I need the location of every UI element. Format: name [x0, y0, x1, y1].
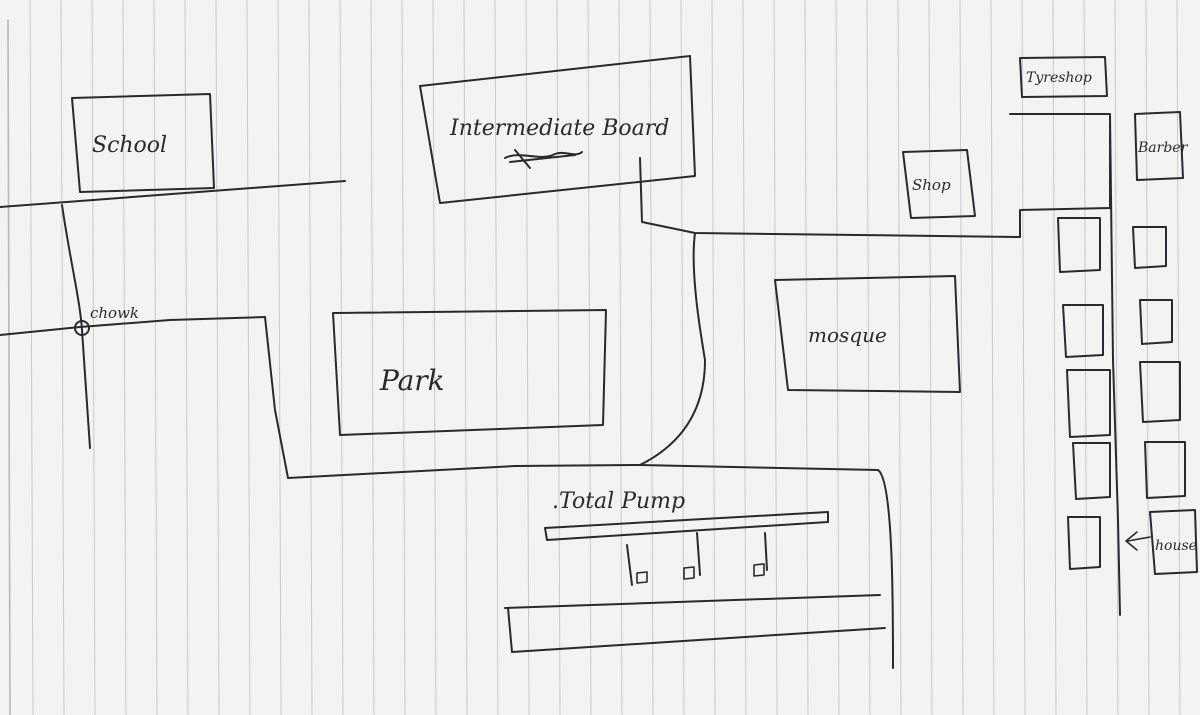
tyreshop-label: Tyreshop — [1026, 70, 1092, 86]
road-curve-south — [639, 232, 706, 466]
school-box — [71, 93, 215, 193]
notebook-ruled-lines — [29, 0, 1181, 715]
pump-pillar — [696, 532, 701, 576]
ruled-line — [711, 0, 716, 715]
barber-label: Barber — [1137, 140, 1189, 156]
page-margin-line — [7, 19, 11, 715]
intermediate-board-box — [419, 55, 696, 204]
fuel-dispenser — [753, 563, 765, 577]
ruled-line — [618, 0, 623, 715]
ruled-line — [990, 0, 995, 715]
house-square — [1066, 369, 1111, 438]
ruled-line — [308, 0, 313, 715]
fuel-dispenser — [636, 571, 648, 584]
ruled-line — [1114, 0, 1119, 715]
arrow-to-house — [1127, 536, 1151, 542]
shop-box — [902, 149, 976, 219]
pump-base-side — [507, 607, 513, 653]
ruled-line — [401, 0, 406, 715]
ruled-line — [587, 0, 592, 715]
house-square — [1072, 442, 1111, 500]
road-vertical-east — [1109, 113, 1121, 616]
tyreshop-box — [1019, 56, 1108, 98]
pump-base-top — [504, 594, 881, 609]
ruled-line — [184, 0, 189, 715]
house-square — [1062, 304, 1104, 358]
ruled-line — [1052, 0, 1057, 715]
ruled-line — [1083, 0, 1088, 715]
building-east-outline — [1009, 113, 1111, 238]
arrow-head-house — [1125, 531, 1138, 551]
pump-pillar — [626, 544, 633, 586]
house-squares — [1057, 217, 1186, 570]
road-park-loop — [264, 316, 894, 669]
school-label: School — [92, 133, 167, 158]
ruled-line — [525, 0, 530, 715]
ruled-line — [91, 0, 96, 715]
house-label: house — [1155, 538, 1197, 554]
house-square — [1144, 441, 1186, 499]
ruled-line — [804, 0, 809, 715]
ruled-line — [494, 0, 499, 715]
house-box — [1149, 509, 1198, 575]
mosque-label: mosque — [808, 323, 887, 347]
ruled-line — [29, 0, 34, 715]
ruled-line — [432, 0, 437, 715]
ruled-line — [773, 0, 778, 715]
total-pump-label: .Total Pump — [552, 489, 685, 514]
ruled-line — [680, 0, 685, 715]
ruled-line — [60, 0, 65, 715]
pump-canopy — [544, 511, 829, 541]
ruled-line — [1176, 0, 1181, 715]
ruled-line — [277, 0, 282, 715]
ruled-line — [866, 0, 871, 715]
chowk-label: chowk — [90, 304, 139, 322]
barber-box — [1134, 111, 1184, 181]
park-box — [332, 309, 607, 436]
scribble-mark — [504, 149, 583, 169]
house-square — [1139, 361, 1181, 423]
ruled-line — [463, 0, 468, 715]
ruled-line — [153, 0, 158, 715]
house-square — [1132, 226, 1167, 269]
ruled-line — [215, 0, 220, 715]
mosque-box — [774, 275, 961, 393]
shop-label: Shop — [912, 176, 951, 194]
ruled-line — [928, 0, 933, 715]
ruled-line — [122, 0, 127, 715]
road-chowk-east — [0, 316, 266, 336]
ruled-line — [370, 0, 375, 715]
ruled-line — [649, 0, 654, 715]
fuel-dispenser — [683, 566, 695, 580]
roads — [0, 113, 1151, 669]
intermediate-board-label: Intermediate Board — [449, 116, 669, 141]
ruled-line — [959, 0, 964, 715]
pump-base-bottom — [511, 627, 886, 653]
ruled-line — [897, 0, 902, 715]
road-board-east — [639, 157, 1021, 238]
park-label: Park — [379, 364, 445, 397]
chowk-circle — [74, 320, 90, 336]
ruled-line — [835, 0, 840, 715]
ruled-line — [556, 0, 561, 715]
ruled-line — [1021, 0, 1026, 715]
pump-pillar — [764, 532, 768, 571]
ruled-line — [1145, 0, 1150, 715]
total-pump-station — [504, 511, 886, 653]
house-square — [1067, 516, 1101, 570]
house-square — [1057, 217, 1101, 273]
road-school — [0, 180, 346, 208]
house-square — [1139, 299, 1173, 345]
ruled-line — [742, 0, 747, 715]
ruled-line — [246, 0, 251, 715]
buildings — [71, 55, 1198, 575]
ruled-line — [339, 0, 344, 715]
